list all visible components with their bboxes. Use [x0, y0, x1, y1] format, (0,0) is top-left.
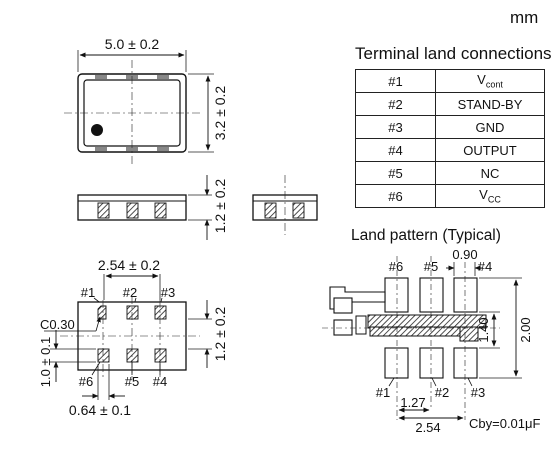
terminal-function-name: V — [477, 72, 486, 88]
terminal-row: #3 GND — [355, 115, 545, 139]
land-label-4: #4 — [478, 259, 492, 274]
land-dim-254: 2.54 — [415, 420, 440, 435]
land-pattern: #6 #5 #4 0.90 1.40 2.00 #1 # — [322, 247, 533, 435]
pad-length-dim: 1.0 ± 0.1 — [38, 337, 53, 388]
pad-height-dim: 1.2 ± 0.2 — [212, 307, 228, 362]
top-view: 5.0 ± 0.2 3.2 ± 0.2 — [64, 36, 228, 166]
side-view: 1.2 ± 0.2 — [77, 175, 228, 240]
terminal-pin: #5 — [355, 161, 436, 185]
bottom-pin-label-2: #2 — [123, 285, 137, 300]
end-view — [252, 175, 318, 235]
land-dim-140: 1.40 — [476, 317, 491, 342]
terminal-pin: #6 — [355, 184, 436, 208]
land-dim-200: 2.00 — [518, 317, 533, 342]
terminal-function-name: STAND-BY — [457, 96, 523, 112]
land-label-1: #1 — [376, 385, 390, 400]
terminal-pin: #2 — [355, 92, 436, 116]
terminal-function-subscript: cont — [485, 79, 503, 90]
terminal-function-name: NC — [480, 165, 500, 181]
terminal-function-name: V — [479, 187, 488, 203]
land-dim-090: 0.90 — [452, 247, 477, 262]
terminal-function-subscript: CC — [487, 194, 501, 205]
bottom-pin-label-6: #6 — [79, 374, 93, 389]
pitch-dim: 2.54 ± 0.2 — [98, 257, 160, 273]
land-label-6: #6 — [389, 259, 403, 274]
pin1-marker — [91, 124, 103, 136]
bottom-pin-label-1: #1 — [81, 285, 95, 300]
terminal-function-name: OUTPUT — [463, 142, 517, 158]
land-label-3: #3 — [471, 385, 485, 400]
land-pattern-title: Land pattern (Typical) — [351, 227, 501, 244]
land-label-2: #2 — [435, 385, 449, 400]
bypass-capacitor-label: Cby=0.01μF — [469, 416, 541, 431]
bottom-pin-label-4: #4 — [153, 374, 167, 389]
terminal-function: VCC — [435, 184, 545, 208]
terminal-title: Terminal land connections — [355, 44, 552, 63]
land-dim-127: 1.27 — [400, 395, 425, 410]
bottom-view: 2.54 ± 0.2 #1 #2 #3 C0.30 1.2 ± 0.2 1.0 … — [38, 257, 228, 418]
terminal-function: STAND-BY — [435, 92, 545, 116]
side-height-dim: 1.2 ± 0.2 — [212, 179, 228, 234]
terminal-row: #2 STAND-BY — [355, 92, 545, 116]
terminal-function: GND — [435, 115, 545, 139]
terminal-function: NC — [435, 161, 545, 185]
pad-width-dim: 0.64 ± 0.1 — [69, 402, 131, 418]
terminal-row: #5 NC — [355, 161, 545, 185]
terminal-pin: #3 — [355, 115, 436, 139]
top-height-dim: 3.2 ± 0.2 — [212, 86, 228, 141]
terminal-function-name: GND — [475, 119, 505, 135]
chamfer-label: C0.30 — [40, 317, 75, 332]
unit-label: mm — [510, 8, 539, 27]
bottom-pin-label-3: #3 — [161, 285, 175, 300]
bottom-pin-label-5: #5 — [125, 374, 139, 389]
top-width-dim: 5.0 ± 0.2 — [105, 36, 160, 52]
